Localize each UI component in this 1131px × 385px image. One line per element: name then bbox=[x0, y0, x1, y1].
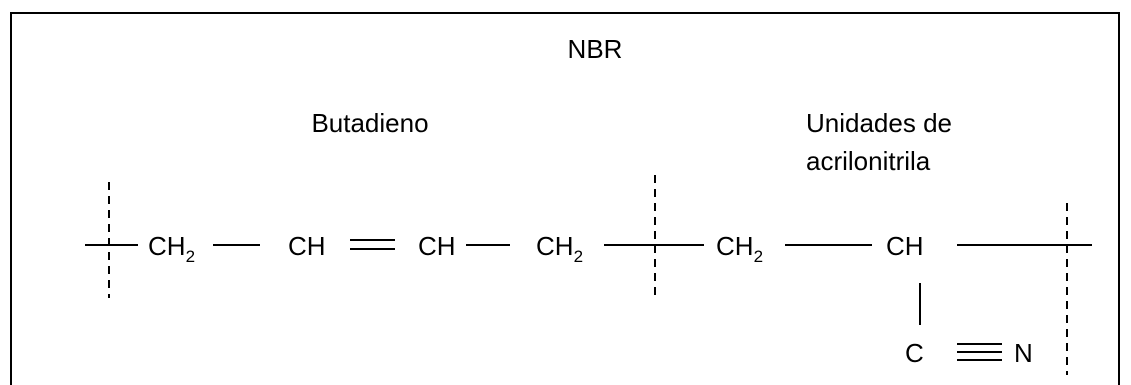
atom-ch2-3: CH2 bbox=[716, 231, 763, 266]
atom-ch-1: CH bbox=[288, 231, 326, 261]
subscript-2: 2 bbox=[186, 247, 195, 266]
atom-ch-2: CH bbox=[418, 231, 456, 261]
diagram-title: NBR bbox=[568, 34, 623, 64]
atom-ch2-2: CH2 bbox=[536, 231, 583, 266]
acrylonitrile-label-line2: acrilonitrila bbox=[806, 146, 931, 176]
butadiene-label: Butadieno bbox=[311, 108, 428, 138]
atom-n-nitrile: N bbox=[1014, 338, 1033, 368]
atom-ch-3: CH bbox=[886, 231, 924, 261]
atom-c-nitrile: C bbox=[905, 338, 924, 368]
subscript-2: 2 bbox=[754, 247, 763, 266]
acrylonitrile-label-line1: Unidades de bbox=[806, 108, 952, 138]
subscript-2: 2 bbox=[574, 247, 583, 266]
atom-ch2-1: CH2 bbox=[148, 231, 195, 266]
diagram-frame bbox=[10, 12, 1120, 385]
